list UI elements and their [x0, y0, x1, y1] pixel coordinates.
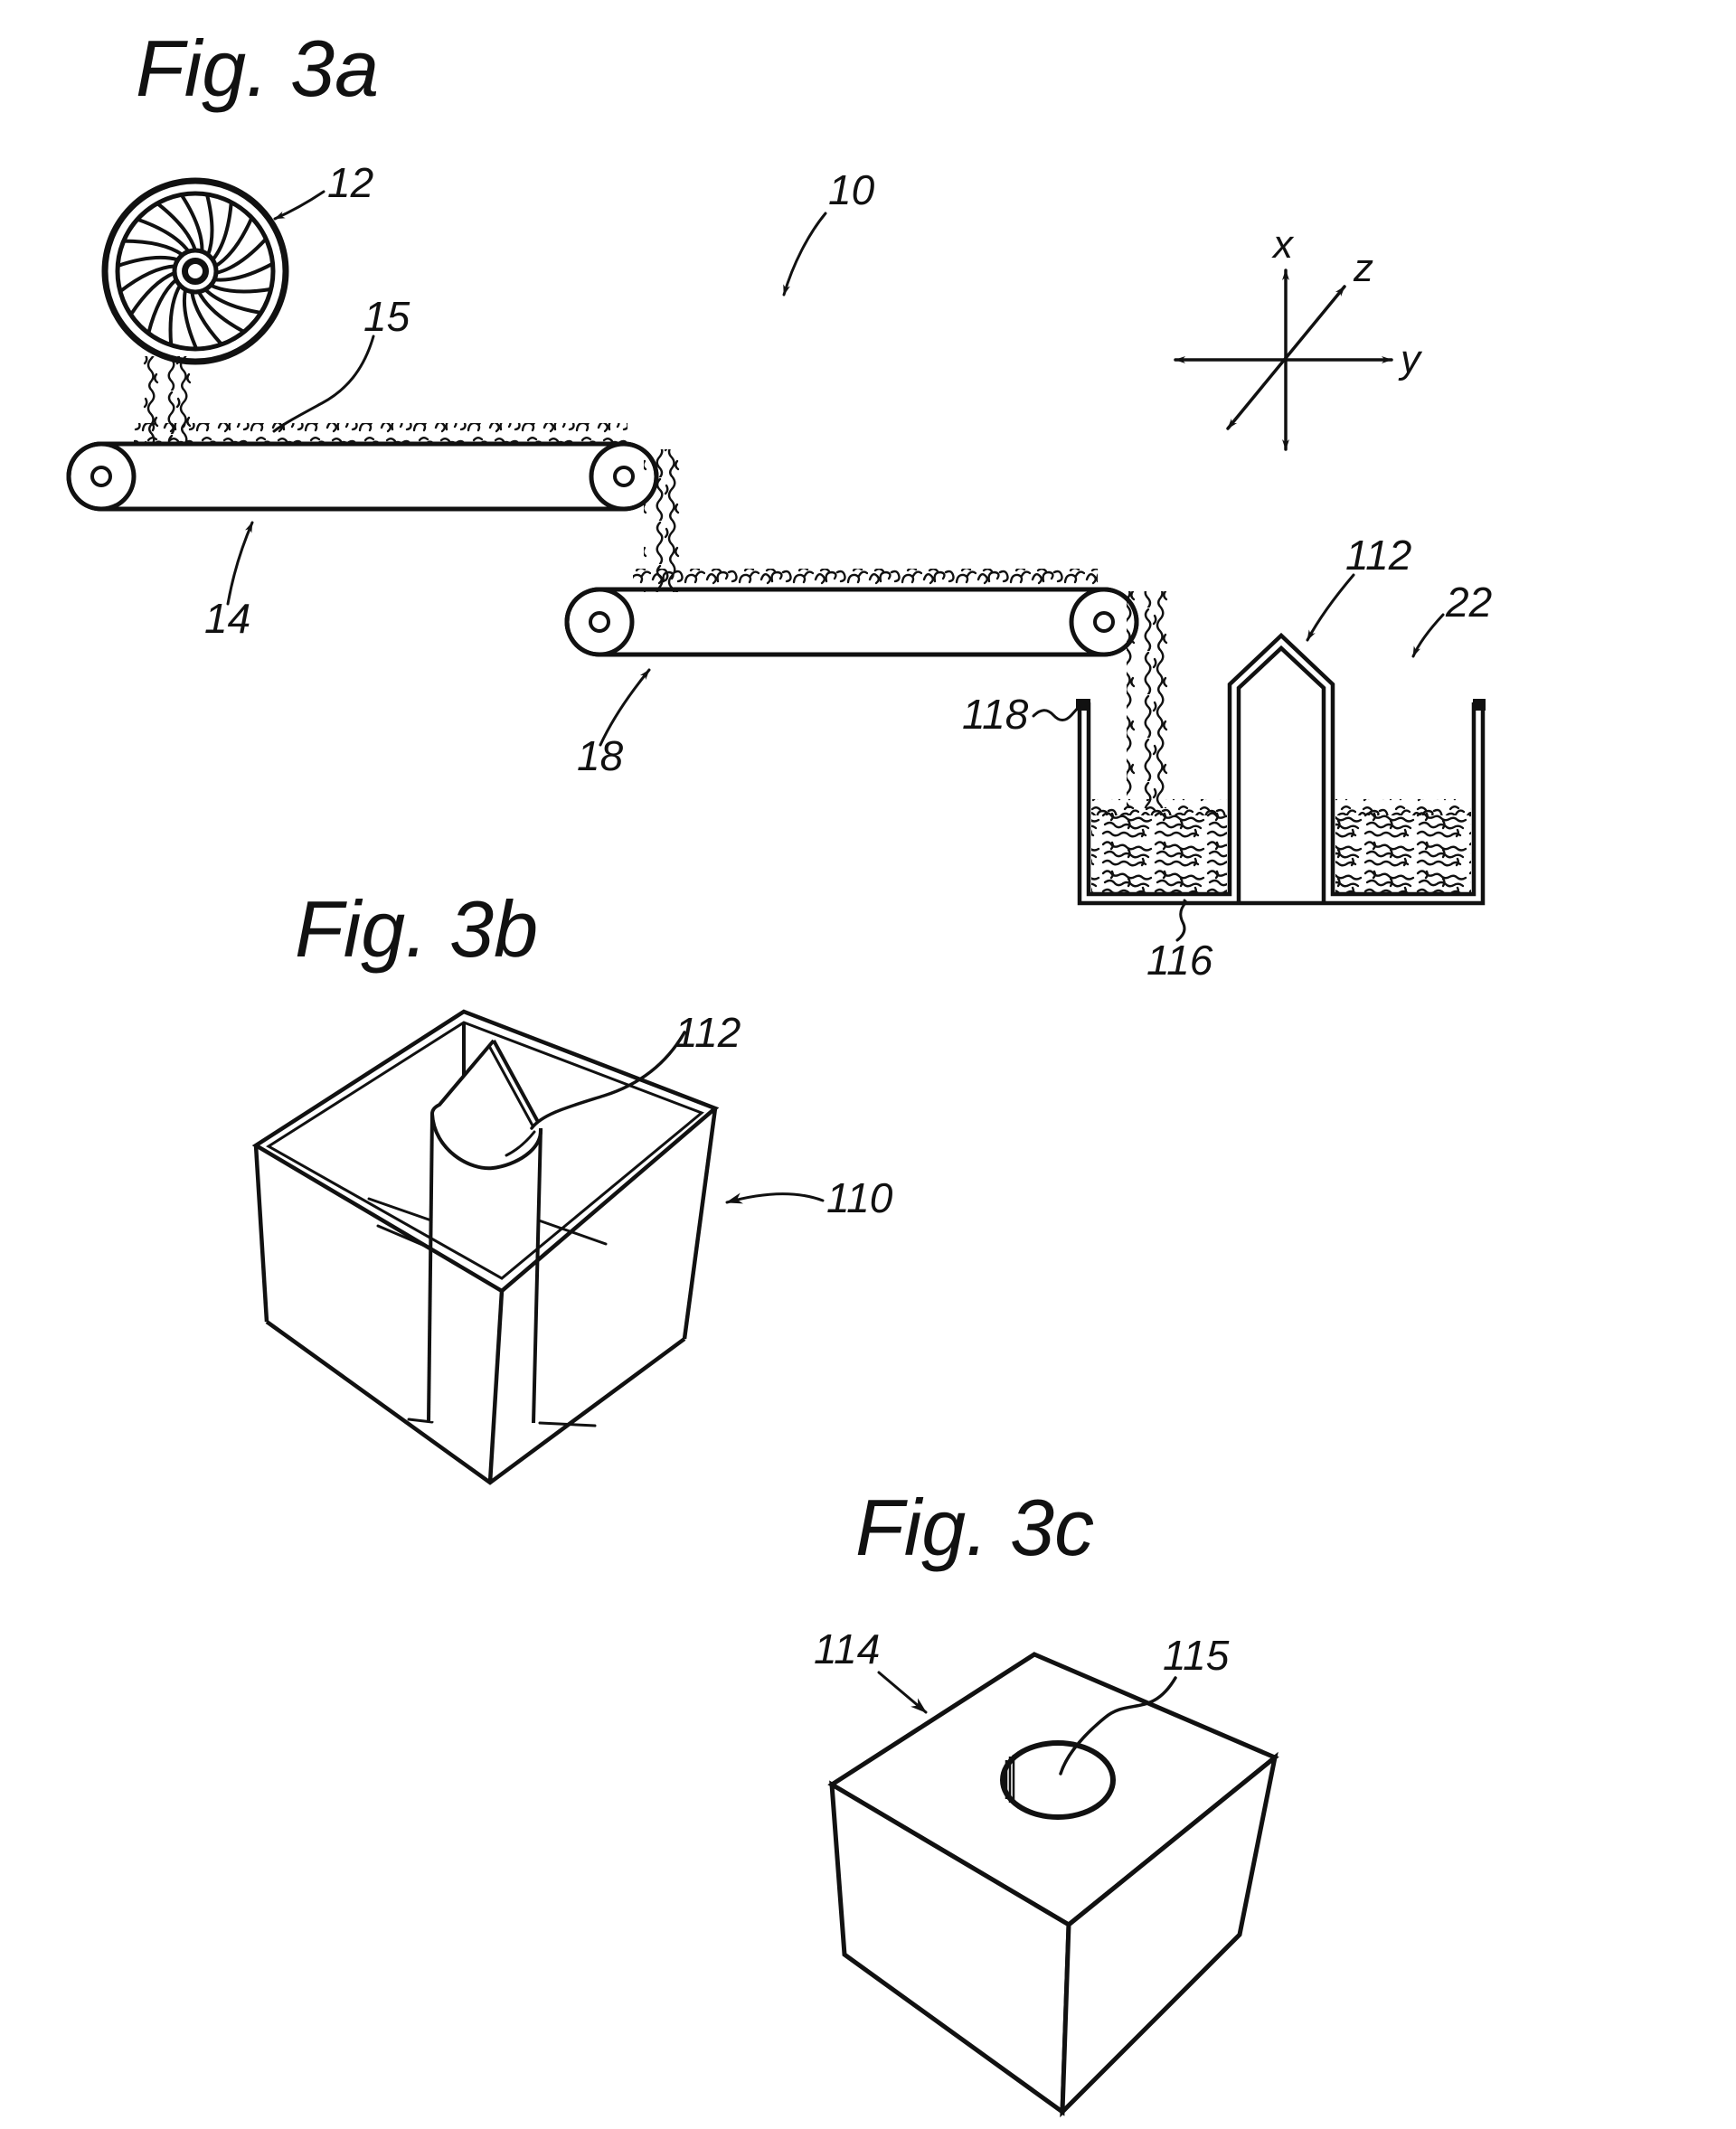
- cylinder-mask: [429, 1041, 542, 1423]
- cone-right-edge: [492, 1040, 540, 1123]
- leader-112-3b: [530, 1031, 686, 1130]
- box-front-edge: [487, 1290, 505, 1484]
- container-inner-wall-and-core: [1086, 632, 1477, 897]
- label-10: 10: [828, 166, 875, 213]
- axis-y-label: y: [1398, 337, 1423, 382]
- label-114: 114: [814, 1625, 880, 1672]
- belt-1-band: [66, 441, 659, 512]
- mould-core-inner-wall: [1236, 645, 1326, 903]
- fiber-pile-left: [1091, 812, 1227, 892]
- box-rim-inner: [266, 1021, 704, 1280]
- fig3a-reference-numerals: 12 15 10 14 18 112 22 118 116: [204, 159, 1492, 984]
- fan-hub: [172, 248, 219, 295]
- leader-112-3a: [1306, 573, 1355, 642]
- label-116: 116: [1146, 937, 1213, 984]
- leader-14: [226, 521, 254, 606]
- leader-110: [725, 1192, 825, 1204]
- fiber-pile-left-surface: [1091, 799, 1227, 815]
- fan-hub-bore: [182, 258, 209, 285]
- fan-wheel: [101, 177, 289, 365]
- cylinder-top-front-arc: [430, 1113, 543, 1171]
- figure-3a: Fig. 3a: [66, 24, 1492, 984]
- core-cylinder: [427, 1039, 543, 1424]
- figure-3c-title: Fig. 3c: [855, 1483, 1094, 1572]
- label-22: 22: [1445, 579, 1492, 626]
- fiber-stream-into-mould: [1127, 591, 1168, 808]
- belt-2-left-axle: [589, 611, 610, 633]
- leader-118: [1032, 705, 1080, 721]
- fibre-block: [827, 1652, 1279, 2118]
- conveyor-belt-2: [564, 569, 1139, 657]
- figure-3b: Fig. 3b: [251, 884, 893, 1485]
- leader-114: [877, 1671, 928, 1714]
- block-top-face-base: [832, 1654, 1275, 1925]
- label-115: 115: [1163, 1632, 1230, 1679]
- cylinder-right-edge: [532, 1127, 542, 1424]
- fig3c-reference-numerals: 114 115: [814, 1625, 1230, 1776]
- cylinder-left-edge: [427, 1113, 434, 1422]
- belt-1-left-axle: [90, 466, 112, 487]
- box-left-edge: [253, 1145, 269, 1323]
- leader-12: [273, 190, 326, 221]
- belt-2-right-axle: [1093, 611, 1115, 633]
- label-15: 15: [363, 293, 410, 340]
- fiber-web-on-belt-1: [134, 423, 627, 445]
- cone-base-arc-detail: [505, 1130, 536, 1157]
- label-12: 12: [327, 159, 373, 206]
- block-right-face: [1060, 1751, 1278, 2118]
- belt-2-band: [564, 587, 1139, 657]
- block-right-face-base: [1062, 1757, 1275, 2112]
- box-bottom-edges: [265, 1320, 686, 1485]
- label-110: 110: [826, 1174, 893, 1221]
- recess-hole: [1000, 1740, 1116, 1820]
- conveyor-belt-1: [66, 423, 659, 512]
- figure-3c: Fig. 3c 114 115: [814, 1483, 1279, 2118]
- belt-1-left-roller: [66, 441, 137, 512]
- label-118: 118: [962, 691, 1029, 738]
- belt-1-right-axle: [613, 466, 635, 487]
- axis-x-label: x: [1271, 222, 1295, 267]
- label-18: 18: [577, 732, 624, 779]
- axis-z-label: z: [1353, 246, 1373, 290]
- cone-left-edge: [430, 1039, 495, 1115]
- container-outer-wall: [1077, 702, 1486, 906]
- leader-18: [599, 668, 651, 747]
- block-left-face-base: [832, 1785, 1069, 2112]
- leader-116: [1175, 899, 1189, 942]
- cone-right-edge-inner: [487, 1044, 534, 1127]
- recess-depth-lines: [1005, 1755, 1015, 1804]
- leader-22: [1411, 613, 1445, 658]
- fiber-pile-right: [1335, 812, 1471, 892]
- figure-3b-title: Fig. 3b: [295, 884, 538, 974]
- fiber-pile-right-surface: [1335, 799, 1471, 815]
- axes-indicator: x z y: [1174, 222, 1423, 451]
- leader-10: [782, 212, 827, 297]
- open-mould-box: [251, 1009, 720, 1485]
- fiber-web-on-belt-2: [633, 569, 1098, 590]
- right-wall-top-cap: [1473, 699, 1486, 711]
- fig3b-reference-numerals: 112 110: [530, 1009, 893, 1221]
- leader-115: [1059, 1676, 1177, 1776]
- axis-z-line: [1226, 285, 1346, 430]
- leader-15: [272, 334, 375, 433]
- belt-2-left-roller: [564, 587, 635, 657]
- fiber-stream-belt1-belt2: [644, 449, 687, 592]
- label-112-3a: 112: [1345, 532, 1411, 579]
- figure-3a-title: Fig. 3a: [136, 24, 379, 113]
- mould-container: [1076, 632, 1486, 906]
- box-right-edge: [682, 1107, 718, 1340]
